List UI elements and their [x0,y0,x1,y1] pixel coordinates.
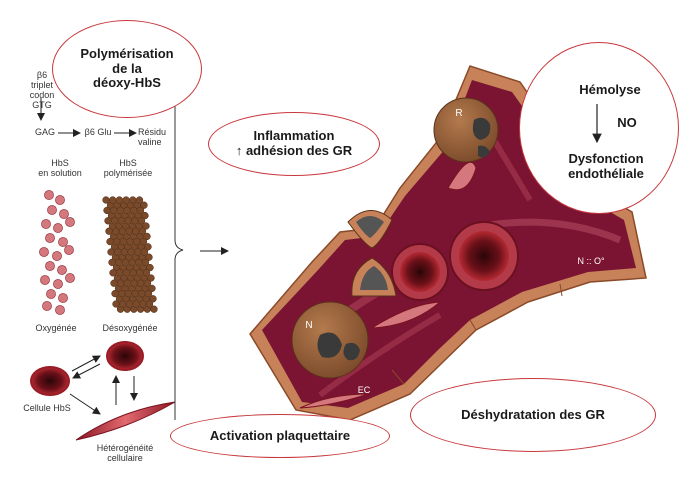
hemolyse-text: Hémolyse [579,82,641,97]
deoxygenated-label: Désoxygénée [102,323,158,333]
heterogeneite-label: Hétérogénéité cellulaire [96,443,154,464]
no-radical-label: N :: O° [577,256,605,266]
hemolyse-bubble [519,42,679,214]
red-blood-cell-top [106,341,144,371]
cellule-hbs-label: Cellule HbS [23,403,71,413]
polymerisation-text: Polymérisation de la déoxy-HbS [80,46,174,91]
pathway-arrows [37,98,137,137]
no-text: NO [617,115,637,130]
hbs-solution-spheres [39,190,75,315]
ec-label: EC [357,385,371,395]
activation-bubble: Activation plaquettaire [170,414,390,458]
hbs-solution-label: HbS en solution [38,158,82,179]
beta6-glu-label: β6 Glu [84,127,112,137]
gag-label: GAG [34,127,55,137]
bracket-connector [174,102,229,420]
deshydratation-bubble: Déshydratation des GR [410,378,656,452]
inflammation-text: Inflammation ↑ adhésion des GR [235,128,353,158]
deshydratation-text: Déshydratation des GR [461,406,605,422]
beta6-triplet-label: β6 triplet codon GTG [29,70,55,111]
inflammation-bubble: Inflammation ↑ adhésion des GR [208,112,380,176]
residue-valine-label: Résidu valine [138,127,167,148]
hbs-cell-cycle [30,341,176,441]
polymerisation-bubble: Polymérisation de la déoxy-HbS [52,20,202,118]
vessel-cells [291,97,519,409]
cell-r-label: R [455,108,463,119]
hbs-polymer-label: HbS polymérisée [103,158,153,179]
cell-n-label: N [305,320,313,331]
red-blood-cell-left [30,366,70,396]
hbs-polymer-fibers [102,196,158,313]
dysfonction-text: Dysfonction endothéliale [568,151,644,181]
activation-text: Activation plaquettaire [209,427,351,443]
oxygenated-label: Oxygénée [35,323,77,333]
